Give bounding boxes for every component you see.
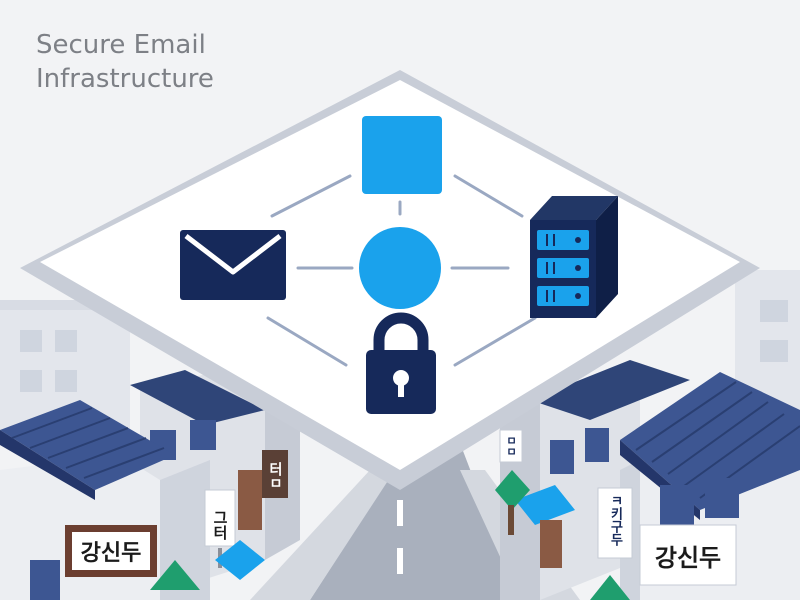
envelope-icon <box>180 230 286 300</box>
right-buildings <box>495 360 800 600</box>
page-title-line-1: Secure Email <box>36 30 206 60</box>
left-shop-sign-text: 강신두 <box>81 541 142 566</box>
connector-lines <box>266 174 537 367</box>
right-shop-sign-text: 강신두 <box>655 544 721 572</box>
page-title-line-2: Infrastructure <box>36 64 214 94</box>
server-icon <box>530 196 618 318</box>
square-node-icon <box>362 116 442 194</box>
circle-node-icon <box>359 227 441 309</box>
padlock-icon <box>366 312 436 414</box>
right-back-sign-text: ㅁㅁ <box>505 435 518 457</box>
background-buildings <box>0 270 800 440</box>
left-hanging-sign-text: 그터 <box>211 510 229 541</box>
left-back-sign-text: 터ㅁ <box>267 462 283 490</box>
right-hanging-sign-text: ㅋ키구두 <box>608 494 623 547</box>
page-title: Secure Email Infrastructure <box>36 28 214 96</box>
